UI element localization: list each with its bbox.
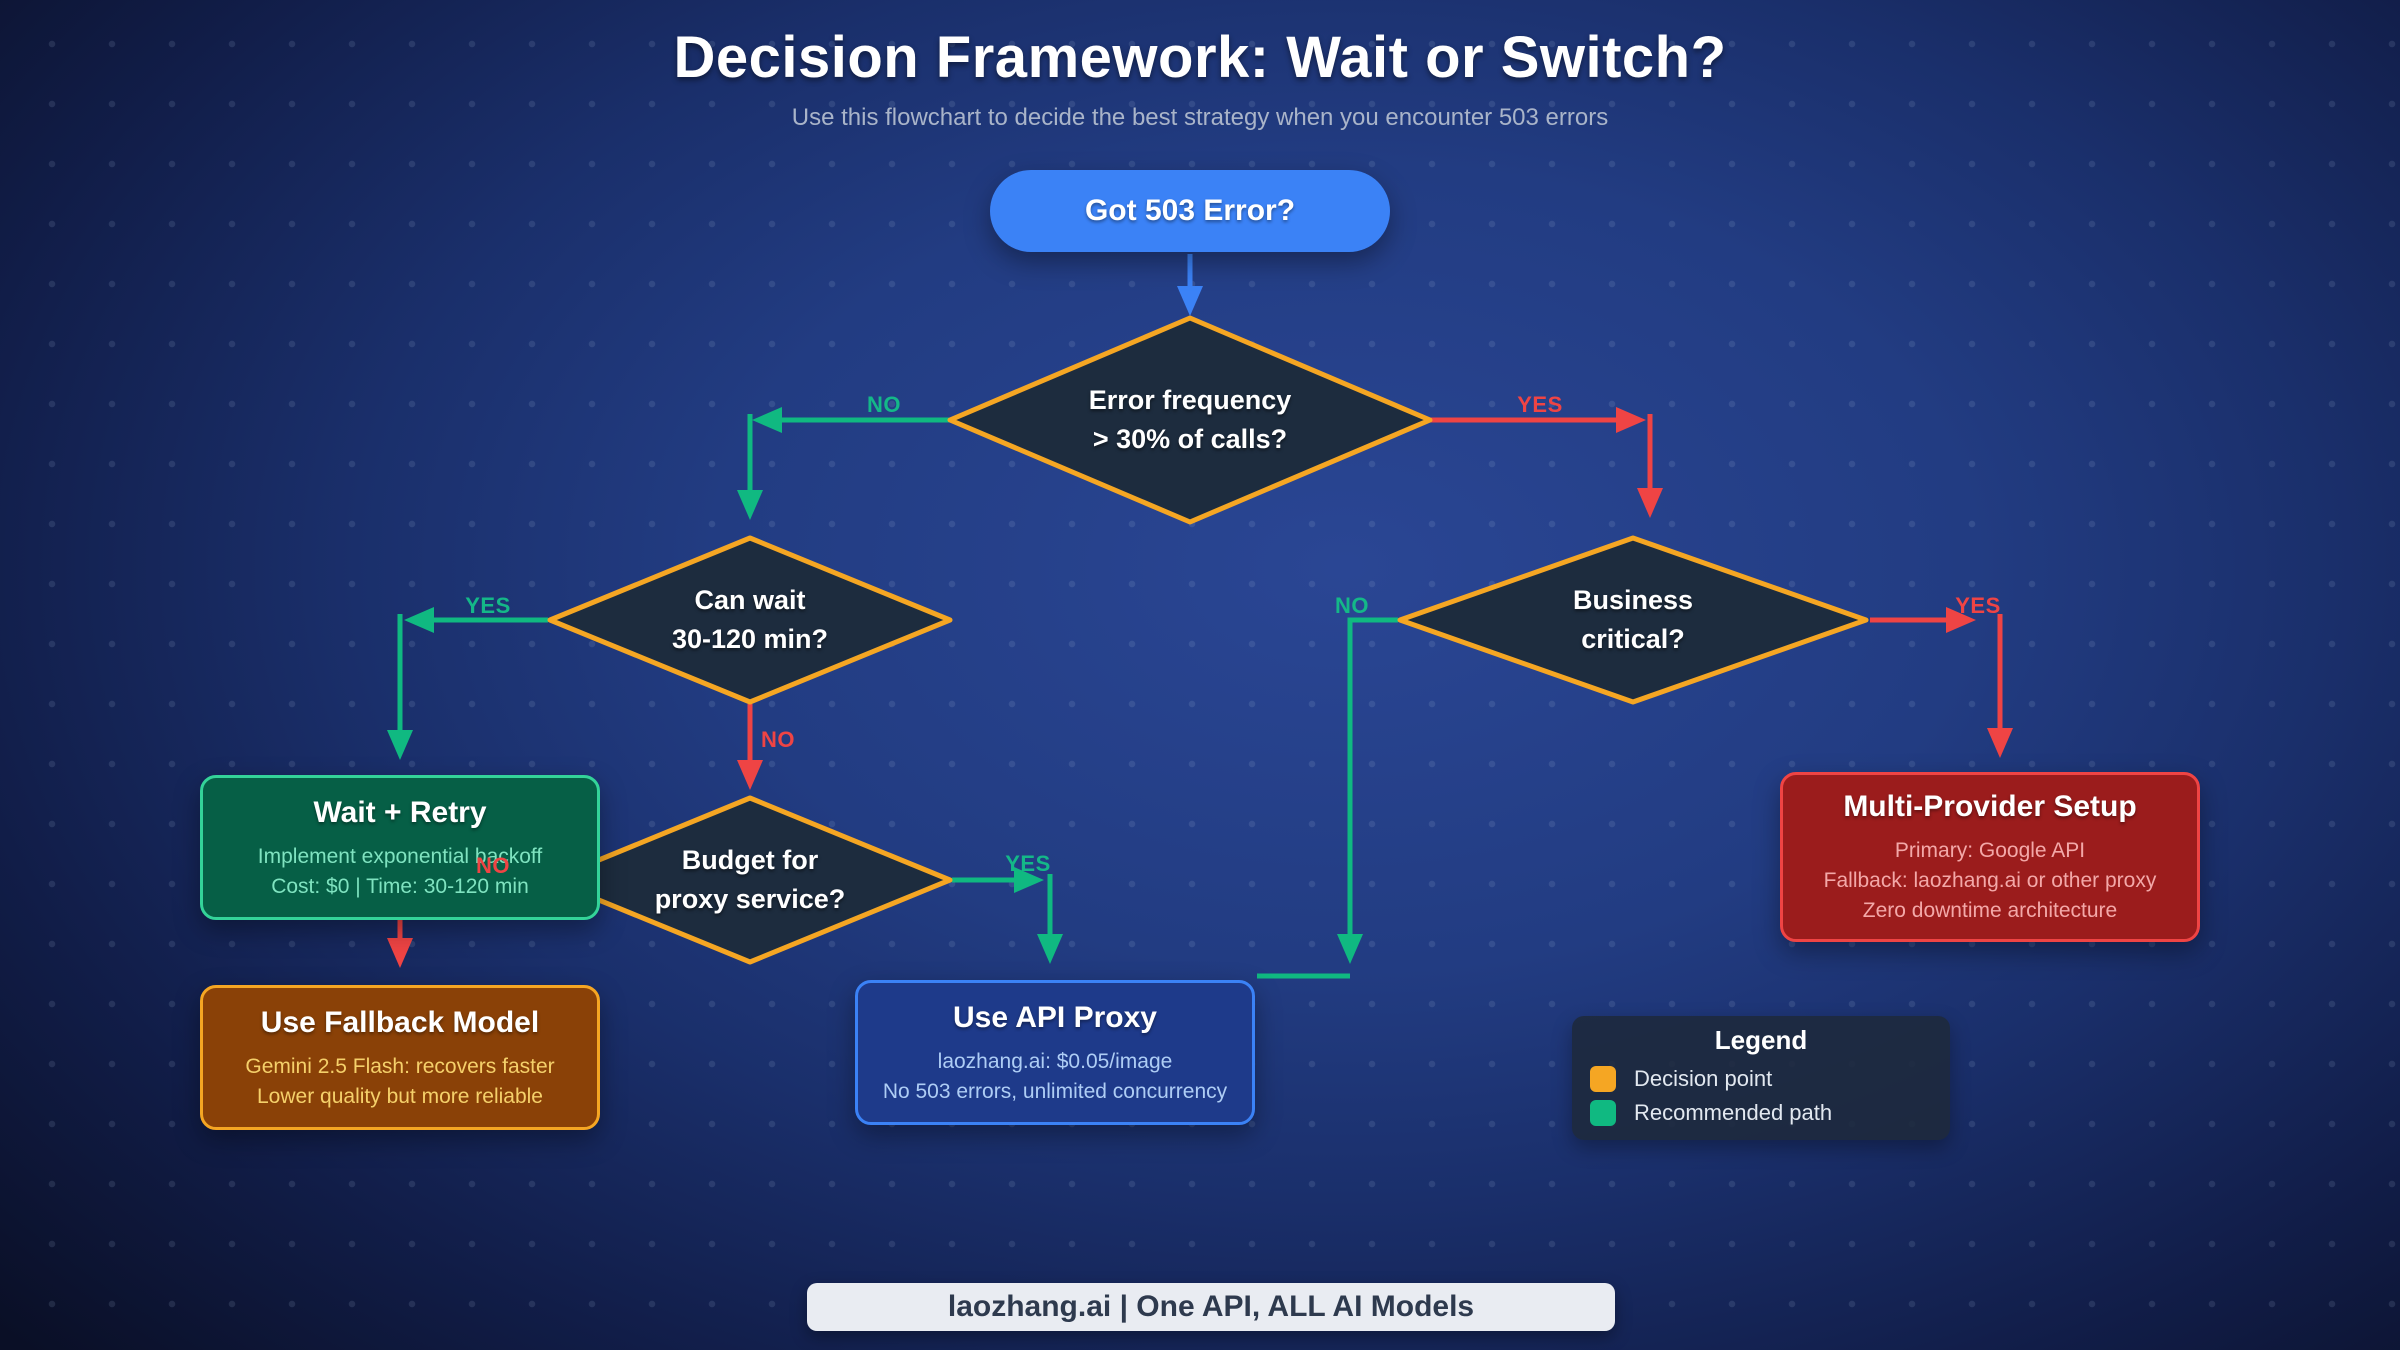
diamond-text-line: > 30% of calls? — [1092, 424, 1288, 454]
outcome-line: laozhang.ai: $0.05/image — [937, 1049, 1173, 1073]
edge-label-business-no: NO — [1335, 593, 1369, 618]
edge-label-budget-no: NO — [476, 853, 510, 878]
diamond-text-line: Can wait — [694, 585, 806, 615]
decision-point-swatch — [1590, 1066, 1616, 1092]
outcome-line: Cost: $0 | Time: 30-120 min — [271, 874, 529, 898]
diamond-text-line: Budget for — [681, 845, 819, 875]
legend-item-label: Decision point — [1634, 1066, 1773, 1091]
outcome-wait-retry: Wait + Retry Implement exponential backo… — [200, 775, 600, 920]
outcome-line: No 503 errors, unlimited concurrency — [882, 1079, 1228, 1103]
outcome-line: Implement exponential backoff — [257, 844, 543, 868]
diamond-text-line: Business — [1572, 585, 1694, 615]
legend-item-recommended-path: Recommended path — [1590, 1096, 1932, 1130]
outcome-title: Wait + Retry — [313, 795, 487, 829]
footer-banner: laozhang.ai | One API, ALL AI Models — [807, 1283, 1615, 1331]
edge-label-wait-yes: YES — [465, 593, 511, 618]
decision-diamond-budget — [547, 795, 953, 965]
recommended-path-swatch — [1590, 1100, 1616, 1126]
outcome-multi-provider: Multi-Provider Setup Primary: Google API… — [1780, 772, 2200, 942]
start-node-label: Got 503 Error? — [1084, 194, 1296, 227]
outcome-title: Use Fallback Model — [260, 1005, 540, 1039]
legend-title: Legend — [1714, 1025, 1808, 1055]
diamond-label-error-frequency: Error frequency > 30% of calls? — [1010, 370, 1370, 470]
decision-diamond-error-frequency — [947, 315, 1433, 525]
outcome-line: Fallback: laozhang.ai or other proxy — [1823, 869, 2157, 892]
outcome-line: Gemini 2.5 Flash: recovers faster — [245, 1054, 555, 1078]
outcome-line: Lower quality but more reliable — [257, 1084, 543, 1108]
edge-label-budget-yes: YES — [1005, 851, 1051, 876]
outcome-title: Use API Proxy — [953, 1000, 1157, 1034]
outcome-api-proxy: Use API Proxy laozhang.ai: $0.05/image N… — [855, 980, 1255, 1125]
decision-diamond-can-wait — [547, 535, 953, 705]
outcome-title: Multi-Provider Setup — [1843, 790, 2137, 823]
decision-diamond-business-critical — [1397, 535, 1869, 705]
outcome-fallback-model: Use Fallback Model Gemini 2.5 Flash: rec… — [200, 985, 600, 1130]
edge-label-freq-no: NO — [867, 392, 901, 417]
diamond-label-budget: Budget for proxy service? — [590, 832, 910, 928]
legend-item-decision-point: Decision point — [1590, 1062, 1932, 1096]
start-node: Got 503 Error? — [990, 170, 1390, 252]
legend-panel: Legend Decision point Recommended path — [1572, 1016, 1950, 1140]
page-subtitle: Use this flowchart to decide the best st… — [791, 104, 1609, 131]
page-title: Decision Framework: Wait or Switch? — [673, 25, 1727, 90]
diamond-text-line: 30-120 min? — [671, 624, 829, 654]
edge-label-wait-no: NO — [761, 727, 795, 752]
diamond-label-business-critical: Business critical? — [1473, 572, 1793, 668]
edge-label-freq-yes: YES — [1517, 392, 1563, 417]
diamond-label-can-wait: Can wait 30-120 min? — [590, 572, 910, 668]
edge-business-no-elbow — [1337, 617, 1398, 964]
outcome-line: Primary: Google API — [1894, 839, 2086, 862]
diamond-text-line: critical? — [1581, 624, 1685, 654]
edge-label-business-yes: YES — [1955, 593, 2001, 618]
legend-item-label: Recommended path — [1634, 1100, 1833, 1125]
diamond-text-line: Error frequency — [1088, 385, 1292, 415]
diamond-text-line: proxy service? — [654, 884, 846, 914]
outcome-line: Zero downtime architecture — [1862, 899, 2118, 922]
